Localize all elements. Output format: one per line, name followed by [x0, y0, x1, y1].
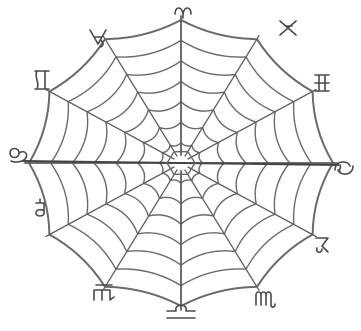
- aquarius-like-glyph-icon: [35, 71, 49, 89]
- web-spoke: [103, 36, 177, 156]
- leo-like-glyph-icon: [316, 238, 328, 252]
- web-spoke: [185, 36, 259, 156]
- virgo-like-glyph-icon: [256, 292, 275, 307]
- capricorn-like-glyph-icon: [10, 149, 27, 163]
- aries-glyph-icon: [175, 8, 191, 18]
- web-spoke: [103, 170, 177, 290]
- cancer-like-glyph-icon: [335, 162, 353, 174]
- taurus-like-glyph-icon: [280, 21, 296, 35]
- web-spoke: [46, 90, 174, 160]
- sagittarius-like-glyph-icon: [36, 199, 44, 216]
- gemini-like-glyph-icon: [315, 75, 329, 91]
- pisces-like-glyph-icon: [90, 30, 106, 47]
- web-spokes: [23, 16, 339, 310]
- web-spoke: [188, 90, 316, 160]
- web-spoke: [185, 170, 259, 290]
- web-spoke: [46, 167, 174, 237]
- web-spoke: [188, 167, 316, 237]
